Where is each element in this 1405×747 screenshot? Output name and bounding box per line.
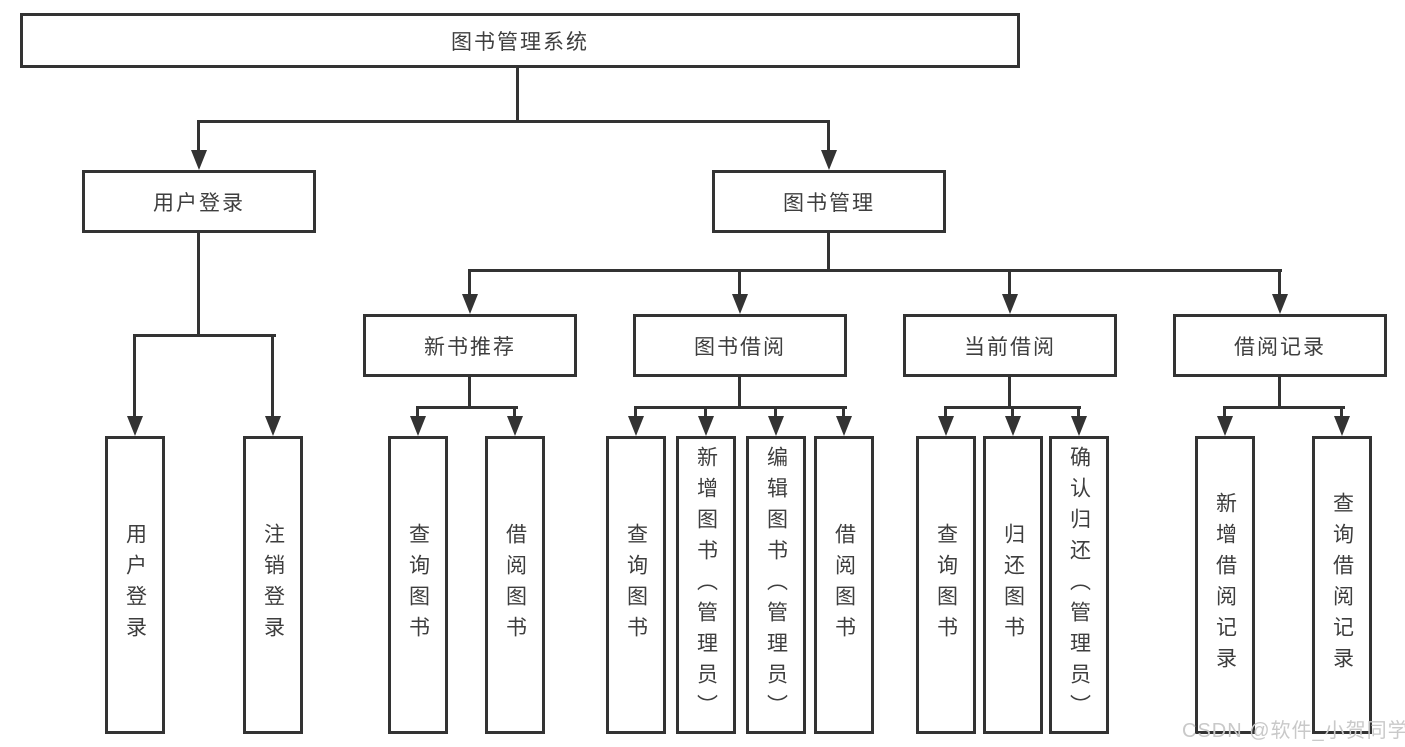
node-label: 归还图书 bbox=[1001, 523, 1025, 647]
connector-to-leaf-query2 bbox=[634, 406, 637, 418]
connector-to-leaf-add-book bbox=[704, 406, 707, 418]
node-label: 新增图书（管理员） bbox=[694, 445, 718, 725]
node-label: 查询图书 bbox=[406, 523, 430, 647]
node-library-system: 图书管理系统 bbox=[20, 13, 1020, 68]
node-label: 查询借阅记录 bbox=[1330, 492, 1354, 678]
connector-to-book-management bbox=[827, 120, 830, 152]
connector-to-new-book bbox=[468, 269, 471, 296]
node-label: 借阅图书 bbox=[832, 523, 856, 647]
connector-borrow-record-stem bbox=[1278, 377, 1281, 409]
connector-root-rail bbox=[198, 120, 830, 123]
arrowhead-leaf-borrow1 bbox=[507, 416, 523, 436]
node-leaf-query-borrow-record: 查询借阅记录 bbox=[1312, 436, 1372, 734]
node-leaf-logout: 注销登录 bbox=[243, 436, 303, 734]
node-leaf-add-borrow-record: 新增借阅记录 bbox=[1195, 436, 1255, 734]
node-leaf-confirm-return-admin: 确认归还（管理员） bbox=[1049, 436, 1109, 734]
arrowhead-leaf-login bbox=[127, 416, 143, 436]
connector-to-leaf-return-book bbox=[1011, 406, 1014, 418]
node-leaf-query-book-1: 查询图书 bbox=[388, 436, 448, 734]
node-borrow-record: 借阅记录 bbox=[1173, 314, 1387, 377]
node-label: 查询图书 bbox=[624, 523, 648, 647]
node-leaf-user-login: 用户登录 bbox=[105, 436, 165, 734]
arrowhead-leaf-return-book bbox=[1005, 416, 1021, 436]
connector-new-book-stem bbox=[468, 377, 471, 409]
connector-root-stem bbox=[516, 66, 519, 122]
node-label: 借阅记录 bbox=[1234, 335, 1326, 359]
arrowhead-current-borrow bbox=[1002, 294, 1018, 314]
arrowhead-leaf-query2 bbox=[628, 416, 644, 436]
arrowhead-leaf-add-record bbox=[1217, 416, 1233, 436]
node-current-borrow: 当前借阅 bbox=[903, 314, 1117, 377]
arrowhead-borrow-record bbox=[1272, 294, 1288, 314]
node-label: 查询图书 bbox=[934, 523, 958, 647]
connector-book-management-stem bbox=[827, 233, 830, 272]
connector-user-login-rail bbox=[133, 334, 276, 337]
connector-book-management-rail bbox=[468, 269, 1282, 272]
node-label: 新增借阅记录 bbox=[1213, 492, 1237, 678]
node-label: 当前借阅 bbox=[964, 335, 1056, 359]
node-leaf-edit-book-admin: 编辑图书（管理员） bbox=[746, 436, 806, 734]
node-book-management: 图书管理 bbox=[712, 170, 946, 233]
connector-to-leaf-login bbox=[133, 334, 136, 418]
arrowhead-leaf-query1 bbox=[410, 416, 426, 436]
arrowhead-leaf-logout bbox=[265, 416, 281, 436]
connector-to-leaf-query-record bbox=[1340, 406, 1343, 418]
node-label: 图书管理系统 bbox=[451, 30, 589, 54]
node-label: 确认归还（管理员） bbox=[1067, 445, 1091, 725]
node-leaf-query-book-2: 查询图书 bbox=[606, 436, 666, 734]
arrowhead-book-borrow bbox=[732, 294, 748, 314]
node-leaf-query-book-3: 查询图书 bbox=[916, 436, 976, 734]
node-label: 图书管理 bbox=[783, 191, 875, 215]
arrowhead-leaf-confirm-return bbox=[1071, 416, 1087, 436]
connector-to-user-login bbox=[197, 120, 200, 152]
csdn-watermark: CSDN @软件_小贺同学 bbox=[1182, 720, 1405, 742]
connector-book-borrow-rail bbox=[634, 406, 847, 409]
connector-to-leaf-borrow2 bbox=[842, 406, 845, 418]
node-label: 图书借阅 bbox=[694, 335, 786, 359]
connector-to-borrow-record bbox=[1278, 269, 1281, 296]
connector-to-leaf-add-record bbox=[1223, 406, 1226, 418]
node-book-borrow: 图书借阅 bbox=[633, 314, 847, 377]
arrowhead-leaf-edit-book bbox=[768, 416, 784, 436]
arrowhead-leaf-add-book bbox=[698, 416, 714, 436]
node-leaf-borrow-book-1: 借阅图书 bbox=[485, 436, 545, 734]
connector-to-leaf-query3 bbox=[944, 406, 947, 418]
node-leaf-add-book-admin: 新增图书（管理员） bbox=[676, 436, 736, 734]
connector-to-current-borrow bbox=[1008, 269, 1011, 296]
arrowhead-book-management bbox=[821, 150, 837, 170]
node-new-book-recommend: 新书推荐 bbox=[363, 314, 577, 377]
node-label: 借阅图书 bbox=[503, 523, 527, 647]
connector-borrow-record-rail bbox=[1223, 406, 1345, 409]
connector-to-leaf-logout bbox=[271, 334, 274, 418]
connector-user-login-stem bbox=[197, 233, 200, 337]
node-label: 注销登录 bbox=[261, 523, 285, 647]
connector-to-leaf-confirm-return bbox=[1077, 406, 1080, 418]
arrowhead-new-book bbox=[462, 294, 478, 314]
connector-to-leaf-query1 bbox=[416, 406, 419, 418]
node-leaf-return-book: 归还图书 bbox=[983, 436, 1043, 734]
arrowhead-leaf-borrow2 bbox=[836, 416, 852, 436]
connector-book-borrow-stem bbox=[738, 377, 741, 409]
connector-to-leaf-borrow1 bbox=[513, 406, 516, 418]
node-label: 用户登录 bbox=[123, 523, 147, 647]
node-label: 新书推荐 bbox=[424, 335, 516, 359]
arrowhead-leaf-query-record bbox=[1334, 416, 1350, 436]
node-label: 编辑图书（管理员） bbox=[764, 445, 788, 725]
connector-new-book-rail bbox=[416, 406, 518, 409]
node-leaf-borrow-book-2: 借阅图书 bbox=[814, 436, 874, 734]
arrowhead-user-login bbox=[191, 150, 207, 170]
connector-current-borrow-stem bbox=[1008, 377, 1011, 409]
node-label: 用户登录 bbox=[153, 191, 245, 215]
arrowhead-leaf-query3 bbox=[938, 416, 954, 436]
node-user-login: 用户登录 bbox=[82, 170, 316, 233]
connector-to-book-borrow bbox=[738, 269, 741, 296]
connector-to-leaf-edit-book bbox=[774, 406, 777, 418]
